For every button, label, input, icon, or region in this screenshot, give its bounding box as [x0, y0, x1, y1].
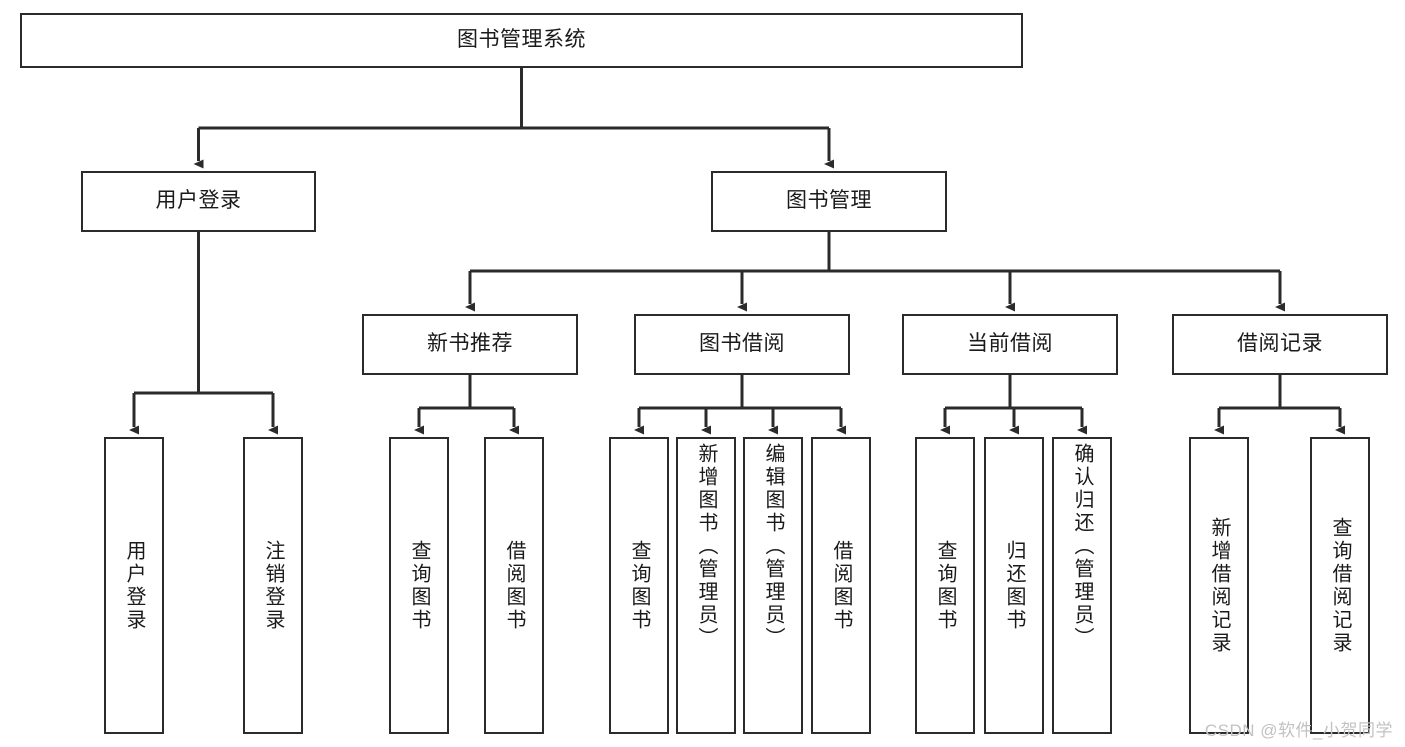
node-label: 查询图书 — [934, 539, 956, 632]
edges-borrowrecord-to-leaves — [1214, 375, 1345, 435]
node-label: 当前借阅 — [967, 332, 1053, 356]
node-label: 新增图书（管理员） — [695, 443, 717, 650]
edges-currentborrow-to-leaves — [940, 375, 1087, 435]
node-current-borrow[interactable]: 当前借阅 — [902, 314, 1118, 375]
node-label: 图书管理 — [786, 189, 872, 213]
node-user-login[interactable]: 用户登录 — [81, 171, 316, 232]
node-leaf-query-borrow-record[interactable]: 查询借阅记录 — [1310, 437, 1370, 734]
node-label: 归还图书 — [1003, 539, 1025, 632]
node-leaf-query-book-recommend[interactable]: 查询图书 — [389, 437, 449, 734]
node-leaf-add-borrow-record[interactable]: 新增借阅记录 — [1189, 437, 1249, 734]
node-label: 注销登录 — [262, 539, 284, 632]
node-leaf-return-book[interactable]: 归还图书 — [984, 437, 1044, 734]
node-borrow-record[interactable]: 借阅记录 — [1172, 314, 1388, 375]
node-book-management[interactable]: 图书管理 — [711, 171, 947, 232]
node-leaf-user-logout[interactable]: 注销登录 — [243, 437, 303, 734]
node-leaf-borrow-book-recommend[interactable]: 借阅图书 — [484, 437, 544, 734]
node-label: 查询借阅记录 — [1329, 516, 1351, 655]
node-leaf-confirm-return-admin[interactable]: 确认归还（管理员） — [1052, 437, 1112, 734]
node-leaf-add-book-admin[interactable]: 新增图书（管理员） — [676, 437, 736, 734]
node-label: 编辑图书（管理员） — [762, 443, 784, 650]
node-leaf-edit-book-admin[interactable]: 编辑图书（管理员） — [743, 437, 803, 734]
node-leaf-borrow-book[interactable]: 借阅图书 — [811, 437, 871, 734]
node-book-borrow[interactable]: 图书借阅 — [634, 314, 850, 375]
node-label: 用户登录 — [123, 539, 145, 632]
node-label: 新书推荐 — [427, 332, 513, 356]
edges-userlogin-to-leaves — [129, 232, 278, 435]
node-label: 确认归还（管理员） — [1071, 443, 1093, 650]
edges-newbook-to-leaves — [414, 375, 519, 435]
edges-root-to-level1 — [193, 68, 834, 169]
node-leaf-query-book-borrow[interactable]: 查询图书 — [609, 437, 669, 734]
node-label: 图书借阅 — [699, 332, 785, 356]
node-new-book-recommend[interactable]: 新书推荐 — [362, 314, 578, 375]
node-leaf-query-book-current[interactable]: 查询图书 — [915, 437, 975, 734]
node-label: 查询图书 — [628, 539, 650, 632]
node-label: 借阅图书 — [830, 539, 852, 632]
edges-bookmgmt-to-level2 — [465, 232, 1285, 312]
node-leaf-user-login[interactable]: 用户登录 — [104, 437, 164, 734]
node-label: 借阅记录 — [1237, 332, 1323, 356]
node-label: 新增借阅记录 — [1208, 516, 1230, 655]
node-label: 图书管理系统 — [457, 28, 586, 52]
node-root-system[interactable]: 图书管理系统 — [20, 13, 1023, 68]
edges-bookborrow-to-leaves — [634, 375, 846, 435]
node-label: 借阅图书 — [503, 539, 525, 632]
node-label: 用户登录 — [155, 189, 242, 213]
node-label: 查询图书 — [408, 539, 430, 632]
